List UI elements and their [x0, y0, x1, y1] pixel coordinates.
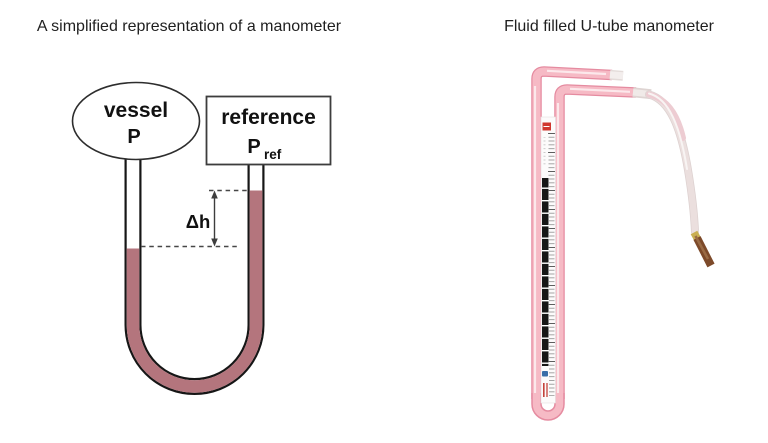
- scale-bottom-print-1: [543, 383, 545, 397]
- u-bend-body: [532, 393, 564, 420]
- reference-box: [205, 95, 332, 166]
- tip-highlight: [694, 235, 710, 260]
- rear-tube-top-highlight: [546, 69, 607, 76]
- front-tube-edge: [554, 84, 637, 399]
- delta-h-arrowhead-top: [211, 190, 218, 199]
- vessel-ellipse: [71, 81, 201, 161]
- scale-bottom-print-2: [546, 383, 548, 397]
- reference-pressure-subscript: ref: [264, 147, 282, 162]
- hose-highlight: [648, 92, 688, 170]
- scale-bottom-ticks: [549, 366, 555, 396]
- front-tube-body: [555, 85, 637, 399]
- rear-tube-open-end: [609, 71, 624, 80]
- scale-fine-print: [543, 137, 546, 165]
- scale-long-ticks: [548, 132, 555, 366]
- reference-pressure-label: P: [247, 136, 260, 158]
- delta-h-arrowhead-bottom: [211, 238, 218, 247]
- scale-graduation-gaps: [542, 178, 549, 366]
- vessel-label: vessel: [104, 99, 168, 122]
- u-tube-interior: [126, 149, 263, 393]
- front-tube-top-highlight: [569, 87, 631, 93]
- manometer-diagram: vessel P reference P ref Δh: [71, 81, 332, 395]
- reference-label: reference: [221, 106, 316, 129]
- right-panel-title: Fluid filled U-tube manometer: [504, 18, 714, 35]
- u-tube-fluid: [126, 190, 263, 393]
- delta-h-label: Δh: [186, 211, 211, 232]
- vessel-pressure-label: P: [127, 126, 140, 148]
- u-tube-outline: [124, 150, 265, 395]
- scale-logo: [542, 371, 548, 377]
- manometer-photo: [531, 66, 715, 421]
- left-panel-title: A simplified representation of a manomet…: [36, 18, 342, 35]
- rear-tube-body: [532, 67, 613, 399]
